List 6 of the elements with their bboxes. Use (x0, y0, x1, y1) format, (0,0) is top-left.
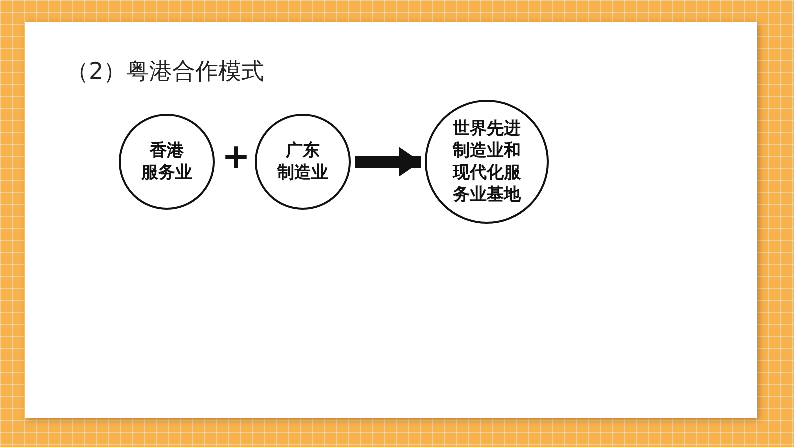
slide-title: （2）粤港合作模式 (66, 58, 265, 87)
node-text: 广东制造业 (278, 140, 328, 184)
block-arrow (355, 147, 421, 177)
node-text: 世界先进制造业和现代化服务业基地 (452, 118, 522, 206)
plus-sign: + (222, 140, 250, 174)
node-text: 香港服务业 (142, 140, 192, 184)
